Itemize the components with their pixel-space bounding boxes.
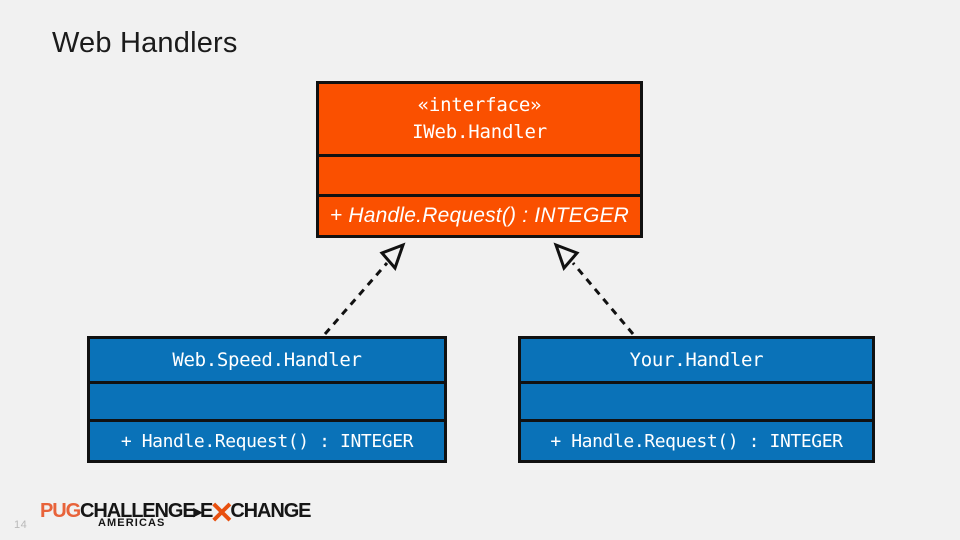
class-operations-compartment: + Handle.Request() : INTEGER bbox=[521, 419, 872, 460]
interface-name: IWeb.Handler bbox=[412, 120, 547, 143]
logo-challenge-text: CHALLENGE bbox=[80, 500, 196, 522]
uml-interface-iwebhandler: «interface» IWeb.Handler + Handle.Reques… bbox=[316, 81, 643, 238]
hollow-triangle-arrowhead-icon bbox=[553, 242, 580, 271]
logo-e-text: E bbox=[200, 500, 213, 522]
interface-stereotype: «interface» bbox=[417, 93, 542, 116]
pug-challenge-exchange-logo: PUG CHALLENGE ▸ E ✕ CHANGE bbox=[40, 497, 312, 530]
interface-operations-compartment: + Handle.Request() : INTEGER bbox=[319, 193, 640, 235]
uml-class-yourhandler: Your.Handler + Handle.Request() : INTEGE… bbox=[518, 336, 875, 463]
logo-americas-text: AMERICAS bbox=[98, 517, 166, 529]
logo-change-text: CHANGE bbox=[230, 500, 311, 522]
class-attributes-compartment bbox=[521, 381, 872, 419]
logo-pug-text: PUG bbox=[40, 500, 81, 522]
logo-x-mark-icon: ✕ bbox=[209, 497, 234, 530]
hollow-triangle-arrowhead-icon bbox=[379, 242, 406, 271]
page-title: Web Handlers bbox=[52, 27, 238, 59]
interface-attributes-compartment bbox=[319, 153, 640, 194]
caret-right-icon: ▸ bbox=[193, 502, 203, 521]
realization-connector-right bbox=[553, 242, 635, 335]
class-operations-compartment: + Handle.Request() : INTEGER bbox=[90, 419, 444, 460]
class-name-compartment: Web.Speed.Handler bbox=[172, 349, 362, 371]
class-attributes-compartment bbox=[90, 381, 444, 419]
logo-wordmark: PUG CHALLENGE ▸ E ✕ CHANGE bbox=[40, 497, 312, 530]
uml-class-webspeedhandler: Web.Speed.Handler + Handle.Request() : I… bbox=[87, 336, 447, 463]
class-name-compartment: Your.Handler bbox=[629, 349, 764, 371]
realization-connector-left bbox=[323, 242, 406, 335]
interface-name-compartment: «interface» IWeb.Handler bbox=[319, 84, 640, 154]
page-number: 14 bbox=[14, 519, 28, 531]
